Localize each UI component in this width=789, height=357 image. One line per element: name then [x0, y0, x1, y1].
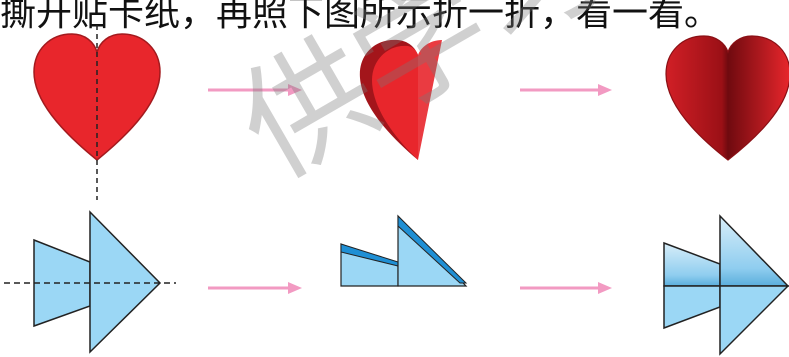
heart-folded: [665, 35, 789, 161]
arrow-icon: [208, 84, 302, 96]
triangles-original: [4, 210, 176, 354]
arrow-icon: [208, 282, 302, 294]
heart-original: [33, 25, 161, 200]
arrow-icon: [520, 282, 612, 294]
triangles-folded: [663, 214, 789, 356]
heart-folding: [359, 39, 442, 160]
triangles-folding: [340, 214, 468, 287]
arrow-icon: [520, 84, 612, 96]
instruction-text: 撕开贴卡纸，再照下图所示折一折，看一看。: [0, 0, 721, 34]
